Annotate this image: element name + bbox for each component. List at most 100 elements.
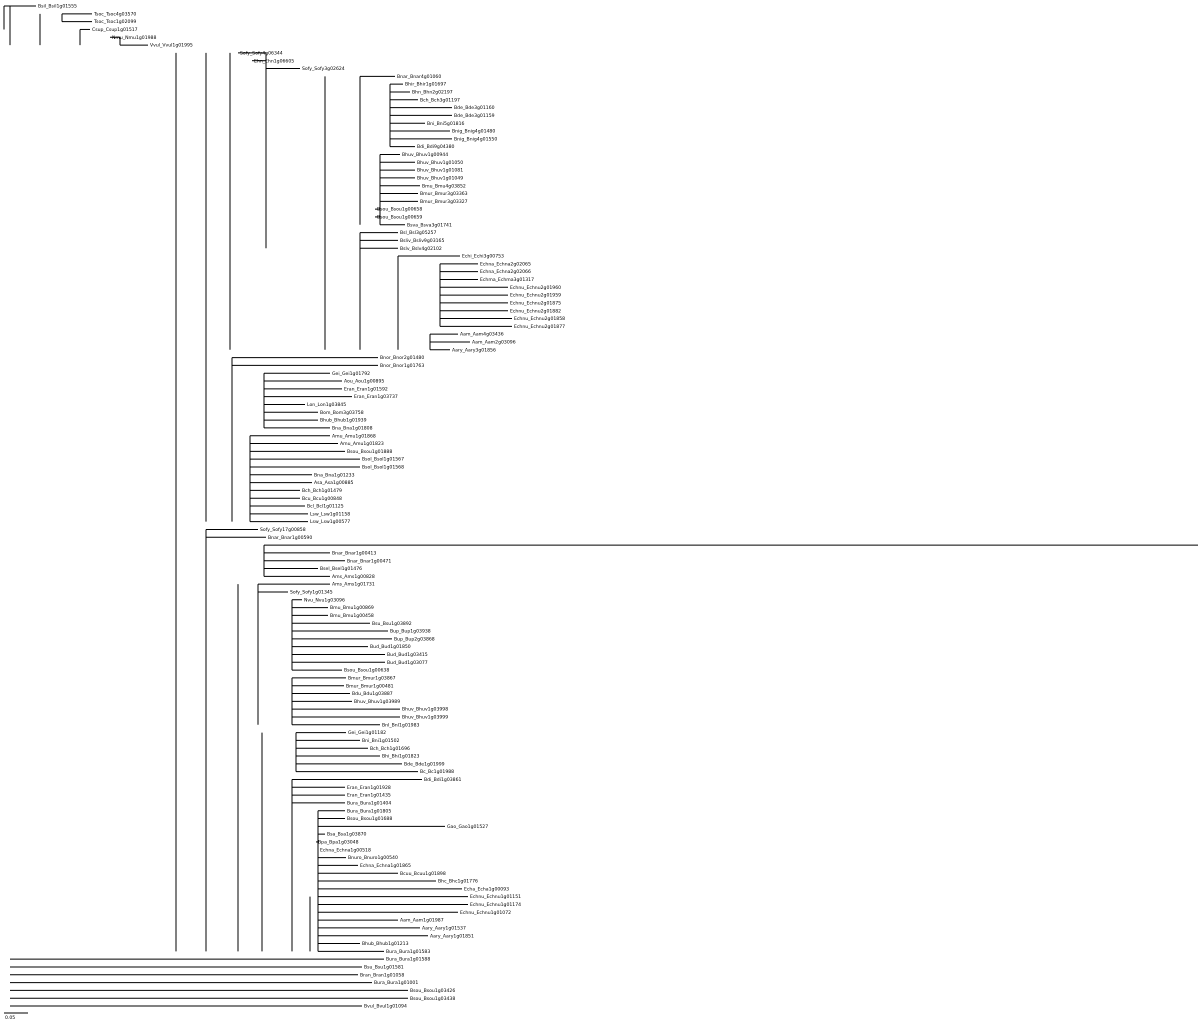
leaf-label: Amu_Amu1g01868 [332,433,376,439]
leaf-label: Ams_Ams1g01731 [332,582,375,588]
leaf-labels: Bsil_Bsil1g01555Tsoc_Tsoc4g03570Tsoc_Tso… [38,4,565,1010]
leaf-label: Bhuv_Bhuv1g03999 [402,715,448,721]
leaf-label: Echnu_Echnu1g01151 [470,894,521,900]
leaf-label: Bch_Bch1g01696 [370,746,410,752]
leaf-label: Bc_Bc1g01988 [420,769,454,775]
leaf-label: Bde_Bde1g01999 [404,761,445,767]
leaf-label: Bura_Bura1g01805 [347,808,391,814]
leaf-label: Bnar_Bnar1g00590 [268,535,312,541]
leaf-label: Ams_Ams1g00828 [332,574,375,580]
leaf-label: Bhuv_Bhuv1g01081 [417,168,463,174]
leaf-label: Echnu_Echnu2g01875 [510,300,561,306]
leaf-label: Bnig_Bnig4g01480 [452,129,495,135]
leaf-label: Echnu_Echnu2g01960 [510,285,561,291]
leaf-label: Bhuv_Bhuv1g01050 [417,160,463,166]
leaf-label: Aary_Aary1g01851 [430,933,474,939]
leaf-label: Bsva_Bsva3g01741 [407,222,452,228]
leaf-label: Bup_Bup1g03938 [390,629,431,635]
leaf-label: Bsol_Bsol1g01567 [362,457,404,463]
leaf-label: Aary_Aary1g01537 [422,925,466,931]
leaf-label: Echnu_Echnu1g01072 [460,910,511,916]
leaf-label: Bsou_Bsou1g00658 [377,207,422,213]
leaf-label: Bhub_Bhub1g01213 [362,941,409,947]
leaf-label: Gao_Gao1g01527 [447,824,488,830]
leaf-label: Vvul_Vvul1g01995 [150,43,193,49]
leaf-label: Sofy_Sofy3g02624 [302,66,345,72]
leaf-label: Bde_Bde3g01160 [454,105,495,111]
leaf-label: Ehn_Ehn1g06605 [254,58,294,64]
leaf-label: Bnig_Bnig4g01550 [454,136,497,142]
leaf-label: Bhc_Bhc1g01776 [438,879,478,885]
leaf-label: Bna_Bna1g01808 [332,425,373,431]
leaf-label: Aam_Aam2g03096 [472,340,516,346]
leaf-label: Bde_Bde3g01159 [454,113,495,119]
leaf-label: Lon_Lon1g03845 [307,402,346,408]
leaf-label: Bhub_Bhub1g01939 [320,418,367,424]
leaf-label: Bhir_Bhir1g01697 [405,82,446,88]
leaf-label: Eran_Eran1g03737 [354,394,398,400]
leaf-label: Bcu_Bcu1g00848 [302,496,342,502]
leaf-label: Bsol_Bsol1g01568 [362,465,404,471]
leaf-label: Bnar_Bnar1g00471 [347,558,391,564]
leaf-label: Bdu_Bdu1g03887 [352,691,393,697]
leaf-label: Bsou_Bsou1g03426 [410,988,455,994]
leaf-label: Echnu_Echnu2g01858 [514,316,565,322]
leaf-label: Bnor_Bnor2g01480 [380,355,424,361]
leaf-label: Bran_Bran1g01058 [360,972,404,978]
leaf-label: Echna_Echna2g02065 [480,261,531,267]
leaf-label: Bvul_Bvul1g01094 [364,1004,407,1010]
leaf-label: Sofy_Sofy4g06344 [240,50,283,56]
leaf-label: Echnu_Echnu2g01877 [514,324,565,330]
leaf-label: Bmur_Bmur1g03867 [348,675,396,681]
leaf-label: Bhuv_Bhuv1g03998 [402,707,448,713]
leaf-label: Echa_Echa1g00093 [464,886,509,892]
leaf-label: Bcuu_Bcuu1g01898 [400,871,446,877]
leaf-label: Sofy_Sofy1g01345 [290,590,333,596]
leaf-label: Bsu_Bsu1g01581 [364,965,404,971]
leaf-label: Bsa_Bsa1g03870 [327,832,367,838]
leaf-label: Bhuv_Bhuv1g03989 [354,699,400,705]
leaf-label: Aary_Aary3g01856 [452,347,496,353]
leaf-label: Bsel_Bsel1g01476 [320,566,362,572]
leaf-label: Bup_Bup2g03868 [394,636,435,642]
leaf-label: Bdi_Bdi1g03861 [424,777,462,783]
leaf-label: Bsou_Bsou1g01888 [347,449,392,455]
leaf-label: Bsou_Bsou1g00638 [344,668,389,674]
leaf-label: Echi_Echi3g00753 [462,254,504,260]
leaf-label: Bna_Bna1g01233 [314,472,355,478]
leaf-label: Echnu_Echnu2g01882 [510,308,561,314]
leaf-label: Echna_Echna2g02066 [480,269,531,275]
leaf-label: Bhn_Bhn2g02197 [412,90,453,96]
leaf-label: Bcl_Bcl1g01125 [307,504,344,510]
leaf-label: Bsil_Bsil1g01555 [38,4,77,10]
leaf-label: Bch_Bch1g01479 [302,488,342,494]
leaf-label: Bmu_Bmu1g00458 [330,613,374,619]
leaf-label: Bnor_Bnor1g01763 [380,363,424,369]
scale-bar: 0.05 [4,1012,28,1021]
leaf-label: Bura_Bura1g01001 [374,980,418,986]
leaf-label: Eran_Eran1g01435 [347,793,391,799]
leaf-label: Bmur_Bmur1g00481 [346,683,394,689]
leaf-label: Bch_Bch3g01197 [420,97,460,103]
leaf-label: Bom_Bom3g03758 [320,410,364,416]
leaf-label: Aou_Aou1g00895 [344,379,384,385]
leaf-label: Bsou_Bsou1g03438 [410,996,455,1002]
leaf-label: Bhuv_Bhuv1g01049 [417,175,463,181]
leaf-label: Bud_Bud1g03077 [387,660,428,666]
leaf-label: Bdi_Bdi9g04380 [417,144,455,150]
leaf-label: Bud_Bud1g03415 [387,652,428,658]
leaf-label: Nmu_Nmu1g01988 [112,35,156,41]
leaf-label: Aam_Aam4g03436 [460,332,504,338]
leaf-label: Bsl_Bsl3g05257 [400,230,436,236]
leaf-label: Bmu_Bmu1g00869 [330,605,374,611]
leaf-label: Bura_Bura1g01583 [386,949,430,955]
leaf-label: Echna_Echna1g00518 [320,847,371,853]
leaf-label: Aam_Aam1g01987 [400,918,444,924]
leaf-label: Bura_Bura1g01588 [386,957,430,963]
leaf-label: Bslv_Bslv4g02102 [400,246,442,252]
leaf-label: Bhuv_Bhuv1g00944 [402,152,448,158]
leaf-label: Gei_Gei1g01182 [348,730,386,736]
leaf-label: Asa_Asa1g00885 [314,480,354,486]
leaf-label: Bmur_Bmur3g03327 [420,199,468,205]
leaf-label: Bhi_Bhi1g01823 [382,754,420,760]
